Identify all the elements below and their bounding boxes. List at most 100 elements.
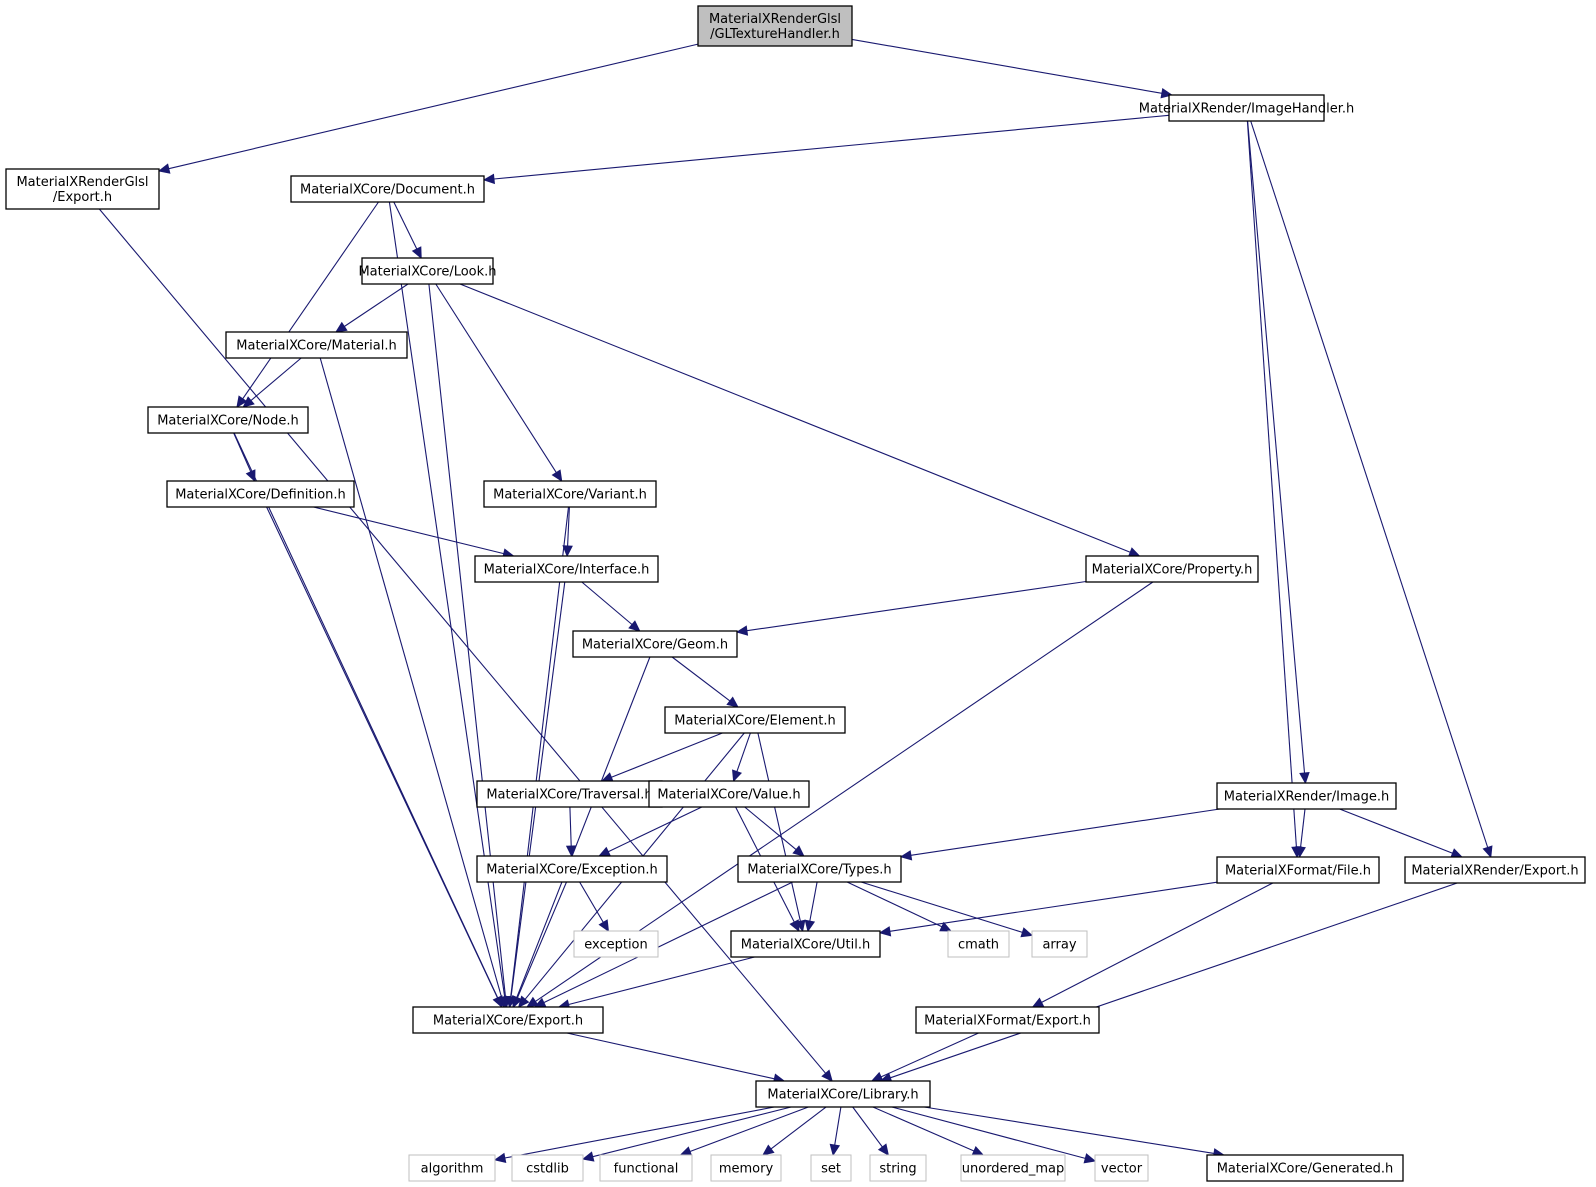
edge-line	[746, 580, 1087, 632]
arrowhead-icon	[482, 173, 495, 185]
node-label: MaterialXCore/Material.h	[236, 339, 396, 354]
node-element[interactable]: MaterialXCore/Element.h	[664, 706, 846, 734]
node-node[interactable]: MaterialXCore/Node.h	[147, 406, 309, 434]
node-exception_h[interactable]: MaterialXCore/Exception.h	[476, 855, 668, 883]
edge-library-to-functional	[679, 1106, 809, 1157]
arrowhead-icon	[1031, 997, 1045, 1008]
node-box	[412, 1006, 604, 1034]
node-render_export[interactable]: MaterialXRender/Export.h	[1404, 856, 1586, 884]
node-box	[511, 1154, 584, 1182]
node-label: MaterialXCore/Element.h	[674, 714, 835, 729]
edge-element-to-value	[732, 732, 751, 783]
node-box	[408, 1154, 496, 1182]
node-box	[810, 1154, 852, 1182]
node-label: MaterialXCore/Property.h	[1092, 563, 1253, 578]
edge-line	[846, 881, 943, 928]
node-label: MaterialXCore/Node.h	[157, 414, 299, 429]
node-box	[1031, 930, 1088, 958]
edge-types-to-cmath	[846, 881, 953, 932]
edge-line	[1246, 120, 1297, 848]
node-array: array	[1031, 930, 1088, 958]
arrowhead-icon	[242, 396, 255, 408]
edge-line	[579, 881, 604, 923]
node-types[interactable]: MaterialXCore/Types.h	[737, 855, 902, 883]
node-file[interactable]: MaterialXFormat/File.h	[1216, 856, 1380, 884]
node-core_export[interactable]: MaterialXCore/Export.h	[412, 1006, 604, 1034]
edge-types-to-util	[804, 881, 818, 933]
node-memory: memory	[710, 1154, 782, 1182]
node-box	[960, 1154, 1066, 1182]
edge-line	[834, 1106, 842, 1146]
node-look[interactable]: MaterialXCore/Look.h	[358, 257, 497, 285]
edge-library-to-generated	[924, 1106, 1225, 1159]
edge-look-to-variant	[435, 283, 563, 483]
node-format_export[interactable]: MaterialXFormat/Export.h	[915, 1006, 1100, 1034]
node-box	[476, 780, 663, 808]
arrowhead-icon	[877, 1143, 890, 1156]
node-label: MaterialXCore/Export.h	[433, 1014, 583, 1029]
edge-material-to-node	[242, 357, 302, 408]
arrowhead-icon	[493, 1152, 507, 1164]
edge-element-to-util	[757, 732, 806, 933]
node-box	[483, 480, 657, 508]
node-unordered_map: unordered_map	[960, 1154, 1066, 1182]
arrowhead-icon	[735, 625, 749, 636]
node-value[interactable]: MaterialXCore/Value.h	[648, 780, 810, 808]
node-box	[573, 930, 659, 958]
node-image[interactable]: MaterialXRender/Image.h	[1216, 782, 1397, 810]
edge-library-to-set	[829, 1106, 842, 1157]
node-geom[interactable]: MaterialXCore/Geom.h	[572, 630, 738, 658]
arrowhead-icon	[732, 769, 742, 783]
node-gltexturehandler[interactable]: MaterialXRenderGlsl/GLTextureHandler.h	[697, 5, 853, 47]
arrowhead-icon	[971, 1145, 985, 1156]
node-label: MaterialXCore/Traversal.h	[486, 788, 652, 803]
node-variant[interactable]: MaterialXCore/Variant.h	[483, 480, 657, 508]
edge-image-to-render_export	[1339, 808, 1464, 859]
node-glsl_export[interactable]: MaterialXRenderGlsl/Export.h	[5, 168, 160, 210]
node-cmath: cmath	[947, 930, 1010, 958]
edge-line	[504, 1106, 775, 1159]
edge-render_export-to-library	[879, 882, 1458, 1083]
node-document[interactable]: MaterialXCore/Document.h	[290, 175, 485, 203]
node-set: set	[810, 1154, 852, 1182]
node-definition[interactable]: MaterialXCore/Definition.h	[166, 480, 355, 508]
edge-line	[435, 283, 557, 473]
node-label: MaterialXFormat/Export.h	[924, 1014, 1091, 1029]
edge-line	[98, 208, 827, 1074]
edge-value-to-types	[744, 806, 805, 857]
edge-format_export-to-library	[870, 1032, 979, 1082]
edge-line	[581, 581, 633, 625]
node-material[interactable]: MaterialXCore/Material.h	[225, 331, 408, 359]
node-box	[572, 630, 738, 658]
edge-look-to-property	[459, 283, 1141, 558]
node-generated[interactable]: MaterialXCore/Generated.h	[1206, 1154, 1404, 1182]
node-label: MaterialXCore/Interface.h	[484, 563, 650, 578]
edge-line	[516, 881, 568, 999]
node-box	[290, 175, 485, 203]
node-util[interactable]: MaterialXCore/Util.h	[730, 930, 881, 958]
node-string: string	[869, 1154, 927, 1182]
edge-line	[1339, 808, 1453, 854]
arrowhead-icon	[492, 995, 503, 1009]
edge-variant-to-interface	[562, 506, 573, 558]
arrowhead-icon	[789, 919, 800, 933]
arrowhead-icon	[628, 620, 641, 632]
node-functional: functional	[599, 1154, 693, 1182]
node-box	[476, 855, 668, 883]
edge-types-to-array	[860, 881, 1034, 938]
edge-line	[242, 201, 379, 400]
edge-line	[493, 114, 1170, 180]
arrowhead-icon	[762, 1144, 775, 1156]
node-label: cmath	[958, 938, 999, 953]
nodes: MaterialXRenderGlsl/GLTextureHandler.hMa…	[5, 5, 1586, 1182]
node-interface[interactable]: MaterialXCore/Interface.h	[474, 555, 659, 583]
edge-look-to-material	[334, 283, 409, 333]
node-imagehandler[interactable]: MaterialXRender/ImageHandler.h	[1139, 94, 1354, 122]
node-library[interactable]: MaterialXCore/Library.h	[755, 1080, 931, 1108]
node-traversal[interactable]: MaterialXCore/Traversal.h	[476, 780, 663, 808]
node-label: /Export.h	[53, 190, 112, 205]
node-label: MaterialXRenderGlsl	[16, 175, 148, 190]
node-box	[1216, 782, 1397, 810]
arrowhead-icon	[551, 469, 563, 483]
node-property[interactable]: MaterialXCore/Property.h	[1085, 555, 1259, 583]
